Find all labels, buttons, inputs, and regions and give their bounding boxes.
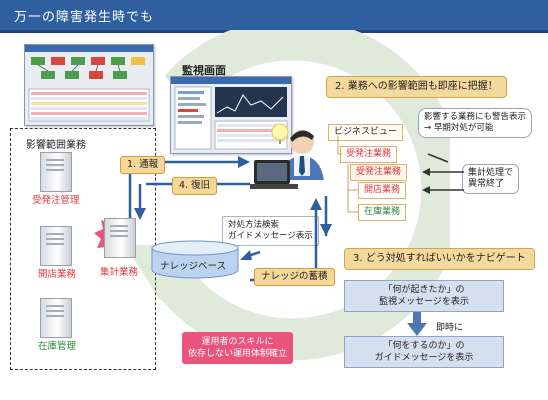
- knowledge-base-label: ナレッジベース: [160, 261, 227, 272]
- server-label-order: 受発注管理: [32, 195, 80, 206]
- business-view-title: ビジネスビュー: [328, 124, 404, 141]
- note-abnormal-end: 集計処理で 異常終了: [462, 164, 520, 194]
- page-title: 万一の障害発生時でも: [14, 10, 155, 25]
- knowledge-search-line2: ガイドメッセージ表示: [228, 231, 313, 241]
- business-view-item-store: 開店業務: [358, 182, 407, 199]
- slogan-line2: 依存しない運用体制確立: [188, 349, 288, 359]
- knowledge-search-label: 対処方法検索 ガイドメッセージ表示: [222, 216, 319, 246]
- step-what-line2: 監視メッセージを表示: [379, 297, 469, 307]
- server-icon-order: [40, 152, 72, 192]
- step-monitor-message: 「何が起きたか」の 監視メッセージを表示: [344, 280, 504, 312]
- slogan-box: 運用者のスキルに 依存しない運用体制確立: [182, 332, 294, 364]
- network-map-thumbnail: [28, 57, 150, 122]
- server-icon-inventory: [40, 298, 72, 338]
- business-view-item-inventory: 在庫業務: [358, 204, 407, 221]
- monitor-screenshot-main: [170, 76, 292, 154]
- knowledge-base-cylinder: [151, 240, 239, 279]
- scope-title: 影響範囲業務: [26, 140, 86, 151]
- note-warning-line2: → 早期対処が可能: [424, 123, 494, 133]
- monitor-title: 監視画面: [182, 64, 226, 77]
- note-abnormal-line2: 異常終了: [468, 179, 505, 189]
- business-view-tree-lines: [337, 136, 358, 213]
- step-what-line1: 「何が起きたか」の: [383, 285, 465, 295]
- monitor-screen-content: [174, 86, 288, 150]
- note-warning-display: 影響する業務にも警告表示 → 早期対処が可能: [418, 108, 533, 138]
- server-icon-aggregate: [104, 218, 136, 258]
- arrow-label-report: 1. 通報: [120, 156, 166, 174]
- knowledge-search-line1: 対処方法検索: [228, 220, 280, 230]
- monitor-screenshot-small: [24, 44, 154, 126]
- note-abnormal-line1: 集計処理で: [468, 168, 514, 178]
- arrow-label-recover: 4. 復旧: [172, 177, 218, 195]
- down-arrow-icon: [407, 312, 427, 336]
- step-immediately-label: 即時に: [436, 323, 464, 333]
- business-view-item-order: 受発注業務: [340, 146, 398, 163]
- server-label-inventory: 在庫管理: [38, 341, 77, 352]
- server-label-aggregate: 集計業務: [100, 267, 139, 278]
- abnormal-pointer-arrows: [422, 153, 464, 194]
- step-todo-line1: 「何をするのか」の: [383, 341, 465, 351]
- business-view-item-order-2: 受発注業務: [350, 164, 408, 181]
- server-label-store-open: 開店業務: [38, 269, 77, 280]
- slogan-line1: 運用者のスキルに: [201, 337, 274, 347]
- callout-navigate: 3. どう対処すればいいかをナビゲート: [344, 248, 535, 270]
- callout-impact-scope: 2. 業務への影響範囲も即座に把握！: [326, 76, 507, 98]
- server-icon-store-open: [40, 226, 72, 266]
- knowledge-accumulate-label: ナレッジの蓄積: [254, 268, 335, 286]
- operator-person-icon: [250, 123, 324, 189]
- step-todo-line2: ガイドメッセージを表示: [374, 353, 474, 363]
- step-guide-message: 「何をするのか」の ガイドメッセージを表示: [344, 336, 504, 368]
- note-warning-line1: 影響する業務にも警告表示: [424, 112, 527, 122]
